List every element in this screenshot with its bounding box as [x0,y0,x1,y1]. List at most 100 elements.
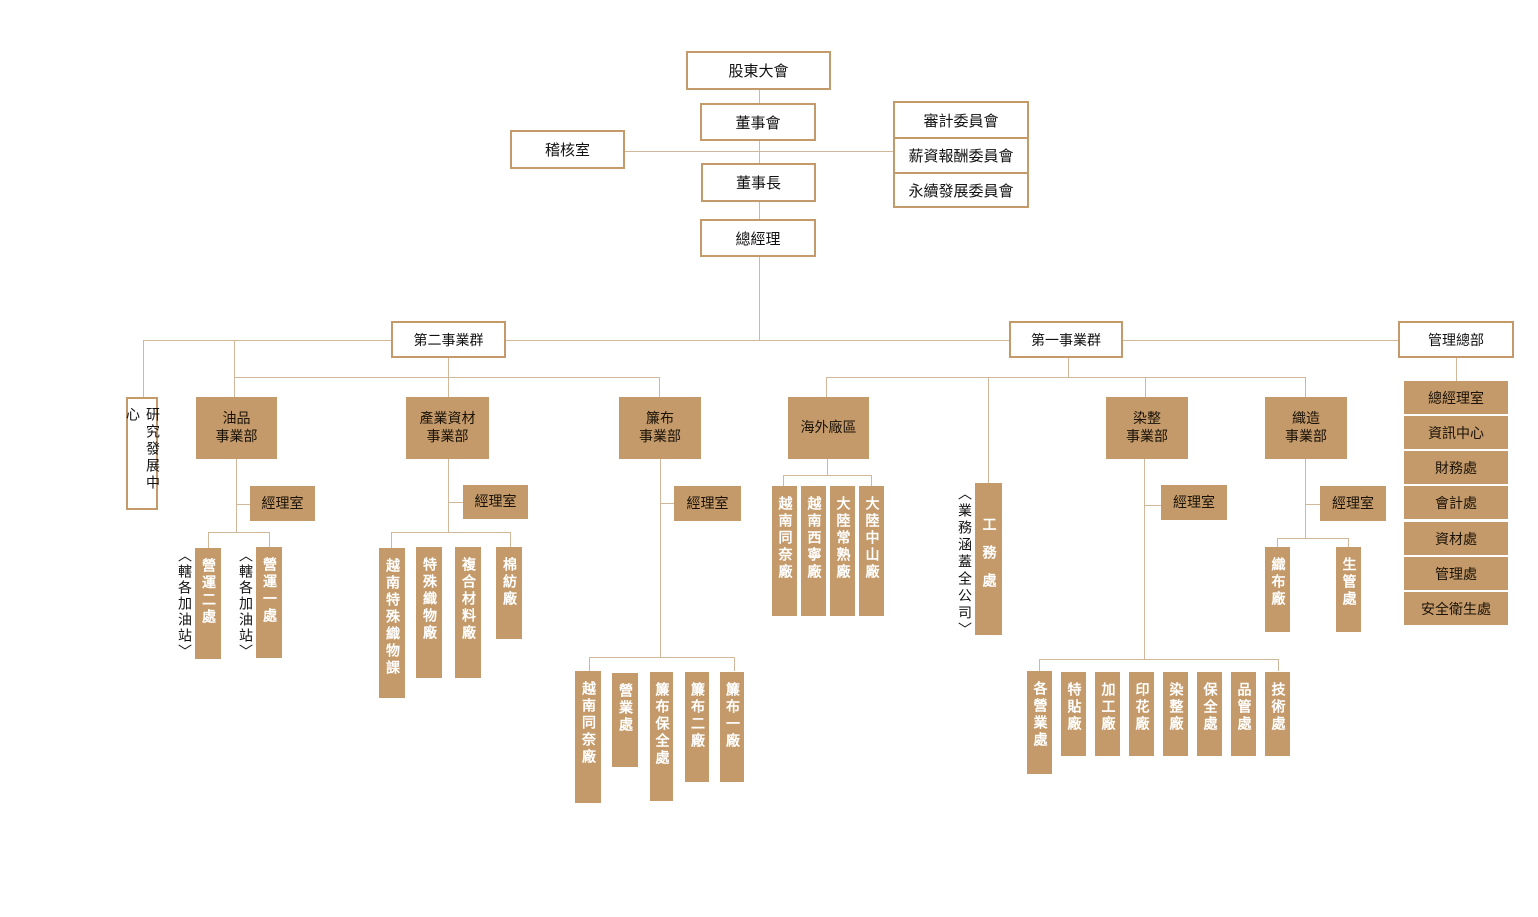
management-unit-box: 資材處 [1404,522,1508,555]
oil-division-box: 油品 事業部 [196,397,277,459]
unit-box: 棉紡廠 [496,547,522,639]
unit-box: 織布廠 [1265,547,1290,632]
connector [1039,659,1040,671]
connector [1305,377,1306,397]
unit-label: 技術處 [1269,682,1286,733]
connector [589,657,734,658]
second-group-box: 第二事業群 [391,321,506,358]
connector [660,503,674,504]
manager-office-box: 經理室 [674,486,741,521]
connector [783,475,871,476]
unit-box: 營業處 [612,673,638,767]
tirecord-division-box: 簾布 事業部 [619,397,701,459]
unit-label: 營業處 [617,683,633,734]
connector [236,459,237,532]
unit-box: 營運一處 [256,547,282,658]
connector [1305,459,1306,538]
chairman-box: 董事長 [701,163,816,202]
connector [1144,505,1161,506]
manager-office-box: 經理室 [1161,485,1227,520]
connector [988,377,989,483]
unit-label: 工務處 [980,517,997,601]
connector [510,532,511,548]
unit-label: 棉紡廠 [501,557,517,608]
unit-label: 越南同奈廠 [580,681,596,766]
connector [1278,659,1279,671]
connector [1277,538,1278,547]
unit-box: 營運二處 [195,548,221,659]
unit-label: 越南同奈廠 [776,496,793,581]
unit-note: 〈轄各加油站〉 [237,548,253,660]
connector [1456,358,1457,381]
unit-label: 染整廠 [1167,682,1184,733]
industrial-division-box: 產業資材 事業部 [406,397,489,459]
unit-box: 越南特殊織物課 [379,548,405,698]
unit-box: 染整廠 [1163,672,1188,756]
unit-box: 技術處 [1265,672,1290,756]
unit-label: 越南西寧廠 [805,496,822,581]
connector [659,377,660,397]
connector [1305,504,1320,505]
president-box: 總經理 [700,219,816,257]
unit-label: 生管處 [1340,557,1357,608]
unit-label: 簾布保全處 [653,682,670,767]
connector [448,502,463,503]
connector [208,532,209,548]
committee-box: 審計委員會 [893,101,1029,139]
management-unit-box: 資訊中心 [1404,416,1508,449]
connector [826,377,1305,378]
unit-box: 複合材料廠 [455,547,481,678]
unit-box: 簾布保全處 [650,672,673,801]
first-group-box: 第一事業群 [1009,321,1123,358]
connector [625,151,893,152]
unit-note: 〈轄各加油站〉 [176,548,192,660]
unit-box: 印花廠 [1129,672,1154,756]
connector [234,340,235,397]
connector [391,532,392,548]
connector [660,459,661,657]
unit-box: 特貼廠 [1061,672,1086,756]
connector [143,340,144,397]
management-unit-box: 總經理室 [1404,381,1508,414]
committee-box: 永續發展委員會 [893,172,1029,208]
audit-office-box: 稽核室 [510,130,625,169]
unit-label: 複合材料廠 [460,557,476,642]
management-unit-box: 管理處 [1404,557,1508,590]
unit-box: 大陸常熟廠 [830,486,855,616]
management-hq-box: 管理總部 [1398,321,1514,358]
connector [1348,538,1349,547]
management-unit-box: 會計處 [1404,486,1508,519]
rnd-center-box: 研究發展中心 [124,397,160,510]
connector [391,532,511,533]
management-unit-box: 財務處 [1404,451,1508,484]
connector [589,657,590,671]
unit-label: 簾布一廠 [724,682,740,750]
unit-label: 越南特殊織物課 [384,558,400,677]
unit-box: 簾布一廠 [720,672,744,782]
connector [783,475,784,486]
unit-label: 營運一處 [261,557,277,625]
unit-box: 品管處 [1231,672,1256,756]
unit-label: 印花廠 [1133,682,1150,733]
management-unit-box: 安全衛生處 [1404,592,1508,625]
engineering-office-box: 工務處 [975,483,1002,635]
unit-label: 大陸常熟廠 [834,496,851,581]
connector [827,459,828,475]
unit-label: 加工廠 [1099,682,1116,733]
dyeing-division-box: 染整 事業部 [1106,397,1188,459]
connector [759,90,760,340]
unit-label: 品管處 [1235,682,1252,733]
unit-label: 保全處 [1201,682,1218,733]
connector [1277,538,1349,539]
connector [143,340,1398,341]
shareholders-box: 股東大會 [686,51,831,90]
unit-label: 織布廠 [1269,557,1286,608]
unit-box: 越南同奈廠 [772,486,797,616]
unit-label: 營運二處 [200,558,216,626]
unit-box: 簾布二廠 [685,672,709,782]
unit-box: 加工廠 [1095,672,1120,756]
connector [826,377,827,397]
rnd-center-label: 研究發展中心 [124,407,160,492]
weaving-division-box: 織造 事業部 [1265,397,1347,459]
manager-office-box: 經理室 [1320,486,1386,521]
